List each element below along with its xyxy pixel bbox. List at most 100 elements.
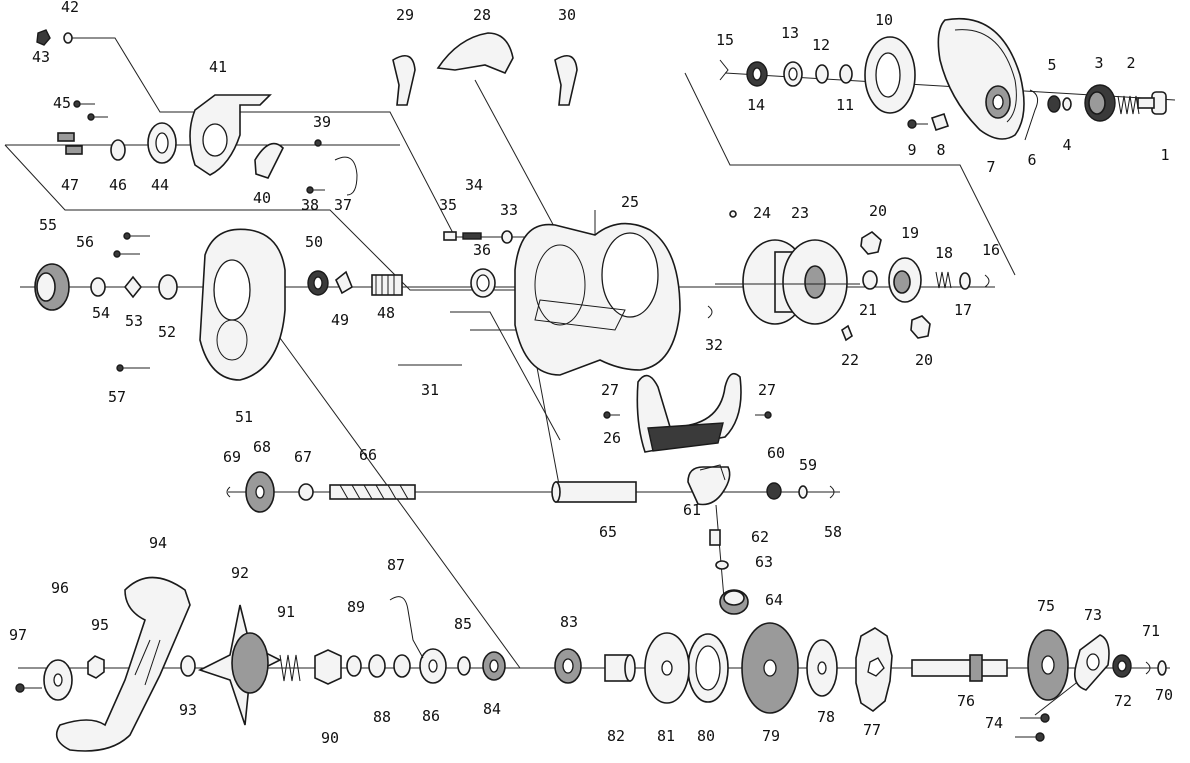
part-label-70: 70 (1155, 686, 1173, 704)
part-label-88: 88 (373, 708, 391, 726)
part-label-63: 63 (755, 553, 773, 571)
part-label-7: 7 (986, 158, 995, 176)
part-93-washer (180, 655, 196, 677)
part-64-cap (719, 589, 749, 615)
part-80-washer (687, 633, 729, 703)
part-drawings (15, 18, 1167, 752)
part-label-29: 29 (396, 6, 414, 24)
part-label-64: 64 (765, 591, 783, 609)
part-label-71: 71 (1142, 622, 1160, 640)
part-label-58: 58 (824, 523, 842, 541)
part-label-43: 43 (32, 48, 50, 66)
part-label-84: 84 (483, 700, 501, 718)
part-75-gear (1027, 629, 1069, 701)
part-label-44: 44 (151, 176, 169, 194)
part-1-screw (1137, 91, 1167, 115)
part-8-clip (930, 112, 950, 132)
part-label-97: 97 (9, 626, 27, 644)
part-label-92: 92 (231, 564, 249, 582)
part-label-69: 69 (223, 448, 241, 466)
part-71-clip (1145, 661, 1151, 675)
part-label-33: 33 (500, 201, 518, 219)
part-18-spring (935, 271, 952, 289)
part-59-washer (798, 485, 808, 499)
part-19-cap (888, 257, 922, 303)
part-86-ratchet (419, 648, 447, 684)
part-label-38: 38 (301, 196, 319, 214)
part-2-spring (1117, 95, 1140, 115)
part-label-87: 87 (387, 556, 405, 574)
part-25-frame (514, 222, 681, 376)
part-label-17: 17 (954, 301, 972, 319)
part-label-89: 89 (347, 598, 365, 616)
part-51-side-plate (199, 228, 286, 381)
part-43-screw-head (36, 29, 51, 46)
part-label-23: 23 (791, 204, 809, 222)
part-36-bearing (470, 268, 496, 298)
part-label-91: 91 (277, 603, 295, 621)
part-label-67: 67 (294, 448, 312, 466)
part-90-nut (314, 649, 342, 685)
part-label-13: 13 (781, 24, 799, 42)
part-label-20: 20 (869, 202, 887, 220)
part-91-spring (279, 654, 301, 682)
part-96-plate (43, 659, 73, 701)
part-11-washer (839, 64, 853, 84)
part-23-spool (742, 239, 848, 325)
part-95-nut (87, 655, 105, 679)
part-53-shim (123, 275, 143, 299)
part-97-screw (15, 683, 42, 693)
part-57-screw (116, 364, 150, 372)
part-35-sleeve (443, 231, 457, 241)
part-82-sleeve (604, 654, 636, 682)
part-34-pin (462, 232, 482, 240)
part-label-48: 48 (377, 304, 395, 322)
part-16-clip (984, 274, 990, 288)
part-13-bearing (783, 61, 803, 87)
part-5-washer (1047, 95, 1061, 113)
part-61-guide (687, 464, 731, 506)
part-label-95: 95 (91, 616, 109, 634)
part-number-labels: 1234567891011121314151617181920202122232… (9, 0, 1173, 747)
part-10-ring (864, 36, 916, 114)
part-label-53: 53 (125, 312, 143, 330)
part-label-41: 41 (209, 58, 227, 76)
part-70-cap (1157, 660, 1167, 676)
part-47-screws (57, 132, 83, 155)
part-label-20: 20 (915, 351, 933, 369)
part-label-59: 59 (799, 456, 817, 474)
part-label-51: 51 (235, 408, 253, 426)
part-7-side-cover (937, 18, 1025, 140)
part-54-washer (90, 277, 106, 297)
part-label-37: 37 (334, 196, 352, 214)
part-label-47: 47 (61, 176, 79, 194)
part-33-nut (501, 230, 513, 244)
part-label-94: 94 (149, 534, 167, 552)
part-65-tube (551, 481, 637, 503)
part-9-screw (907, 119, 928, 129)
part-label-12: 12 (812, 36, 830, 54)
part-label-40: 40 (253, 189, 271, 207)
part-label-61: 61 (683, 501, 701, 519)
part-label-39: 39 (313, 113, 331, 131)
part-label-62: 62 (751, 528, 769, 546)
part-label-50: 50 (305, 233, 323, 251)
part-label-82: 82 (607, 727, 625, 745)
part-label-27: 27 (601, 381, 619, 399)
part-label-83: 83 (560, 613, 578, 631)
part-81-drag-washer (644, 632, 690, 704)
part-69-clip (226, 486, 231, 498)
part-label-34: 34 (465, 176, 483, 194)
part-label-22: 22 (841, 351, 859, 369)
part-41-plate (189, 94, 272, 176)
part-label-72: 72 (1114, 692, 1132, 710)
part-label-52: 52 (158, 323, 176, 341)
part-label-96: 96 (51, 579, 69, 597)
part-label-56: 56 (76, 233, 94, 251)
part-15-clip (719, 59, 729, 81)
part-88-washers (368, 654, 411, 678)
part-38-screw (306, 186, 325, 194)
part-label-8: 8 (936, 141, 945, 159)
part-40-lever (254, 142, 284, 179)
part-58-clip (829, 485, 835, 499)
